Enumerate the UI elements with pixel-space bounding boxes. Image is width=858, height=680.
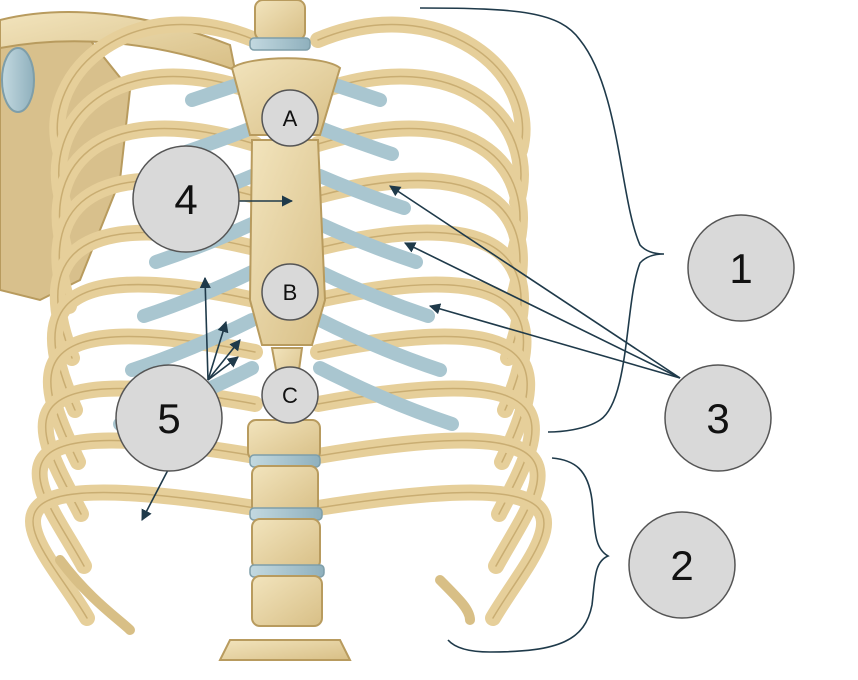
rib-left-outline <box>32 491 256 619</box>
arrow-5e <box>141 469 169 521</box>
costal-cartilage-right <box>313 121 399 161</box>
vertebral-column <box>218 0 352 661</box>
rib-left <box>25 484 263 626</box>
floating-rib-left <box>55 555 135 635</box>
arrow-5d <box>207 339 241 381</box>
rib-right-outline <box>317 335 528 463</box>
bracket-2 <box>447 457 610 653</box>
ribs-right <box>310 16 552 626</box>
label-2-text: 2 <box>670 542 693 589</box>
label-A: A <box>261 89 319 147</box>
arrow-3b <box>403 242 681 379</box>
pointer-lines <box>141 185 681 521</box>
rib-left-outline <box>54 283 256 411</box>
rib-right-outline <box>317 75 522 203</box>
rib-left-outline <box>50 335 256 463</box>
rib-left-outline <box>58 75 256 203</box>
arrow-3a <box>389 185 681 379</box>
label-C-text: C <box>282 383 298 408</box>
arrow-5b <box>207 320 229 381</box>
rib-right-outline <box>317 387 533 515</box>
label-1-text: 1 <box>729 245 752 292</box>
arrow-5c <box>207 356 239 381</box>
rib-right-outline <box>317 283 525 411</box>
label-2: 2 <box>628 511 736 619</box>
costal-cartilage-right <box>313 217 423 269</box>
label-3: 3 <box>664 364 772 472</box>
glenoid-cartilage <box>1 47 35 113</box>
label-A-text: A <box>283 106 298 131</box>
arrow-3c <box>428 303 681 379</box>
costal-cartilage-right <box>313 313 447 377</box>
label-B: B <box>261 263 319 321</box>
rib-right-outline <box>317 439 539 567</box>
costal-cartilage-left <box>125 313 259 377</box>
label-3-text: 3 <box>706 395 729 442</box>
label-4: 4 <box>132 145 240 253</box>
label-5-text: 5 <box>157 395 180 442</box>
bracket-1 <box>419 7 665 433</box>
rib-left-outline <box>56 23 256 151</box>
floating-rib-right <box>435 575 475 625</box>
costal-cartilages-right <box>313 73 459 431</box>
arrow-5a <box>199 276 211 381</box>
costal-cartilage-right <box>313 361 459 431</box>
label-5: 5 <box>115 364 223 472</box>
costal-cartilage-left <box>137 265 259 323</box>
label-C: C <box>261 366 319 424</box>
rib-right-outline <box>317 23 524 151</box>
label-4-text: 4 <box>174 176 197 223</box>
label-B-text: B <box>283 280 298 305</box>
label-1: 1 <box>687 214 795 322</box>
costal-cartilage-right <box>313 265 435 323</box>
costal-cartilage-right <box>313 169 411 215</box>
rib-right-outline <box>317 491 545 619</box>
